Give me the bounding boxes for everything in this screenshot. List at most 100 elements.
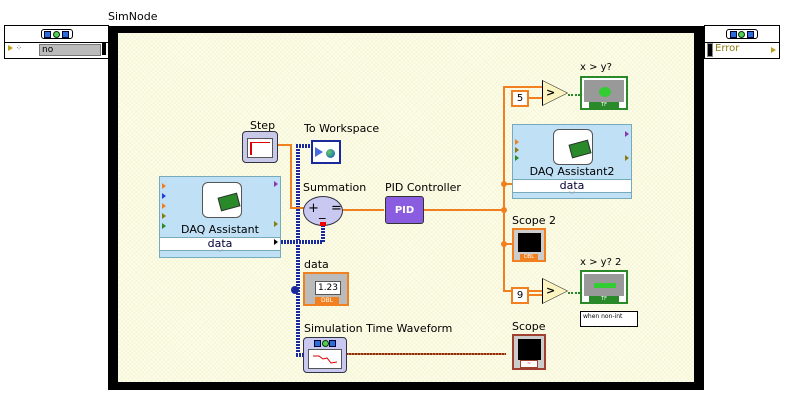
wire-daq-data — [281, 240, 323, 244]
simnode-title: SimNode — [108, 10, 158, 23]
input-terminal[interactable] — [515, 147, 519, 153]
daq-card-icon — [553, 129, 593, 165]
daq-assistant-title: DAQ Assistant — [181, 223, 259, 236]
daq-card-icon — [202, 182, 242, 218]
input-terminal[interactable] — [162, 213, 166, 219]
output-terminal[interactable] — [625, 155, 629, 161]
data-numeric-indicator[interactable]: 1.23 DBL — [303, 272, 349, 306]
constant-9[interactable]: 9 — [511, 287, 529, 304]
minus-sign: _ — [319, 205, 326, 220]
led-bg — [584, 274, 624, 296]
minus-terminal[interactable] — [320, 222, 326, 226]
plus-sign: + — [308, 201, 319, 216]
wire-step-to-sum — [290, 207, 304, 209]
scope-screen-icon — [518, 233, 541, 252]
wire-sum-to-pid — [342, 209, 384, 211]
input-terminal[interactable] — [162, 223, 166, 229]
input-terminal[interactable] — [162, 183, 166, 189]
step-block[interactable] — [242, 131, 278, 163]
error-cluster-icon: ⁘ — [16, 44, 22, 52]
wire-bool — [568, 94, 580, 96]
greater-than-fill — [543, 279, 567, 303]
left-tunnel[interactable]: ⁘ no — [4, 25, 109, 59]
bool-type: TF — [589, 102, 619, 108]
pid-controller-block[interactable]: PID — [385, 196, 424, 224]
greater-than-fill — [543, 81, 567, 105]
constant-5[interactable]: 5 — [511, 90, 529, 107]
boolean-led-indicator[interactable]: TF — [580, 76, 628, 110]
sim-loop-icon — [40, 29, 73, 39]
summation-block[interactable]: + _ = — [303, 196, 343, 226]
wire-to-scope2 — [503, 243, 517, 245]
daq-assistant2-block[interactable]: DAQ Assistant2 data ︾ — [512, 124, 632, 199]
scope-label: Scope — [512, 320, 546, 333]
scope-screen-icon — [518, 339, 541, 360]
sim-time-waveform-label: Simulation Time Waveform — [304, 322, 453, 335]
to-workspace-label: To Workspace — [304, 122, 380, 135]
step-label: Step — [250, 119, 276, 132]
summation-label: Summation — [303, 181, 367, 194]
tunnel-handle — [707, 43, 713, 57]
sim-time-waveform-block[interactable] — [303, 337, 347, 373]
wire-to-workspace — [296, 144, 312, 148]
indicator-value: 1.23 — [315, 281, 341, 295]
output-terminal[interactable] — [274, 221, 278, 227]
step-graph-icon — [247, 138, 273, 158]
wire-to-daq2 — [503, 183, 517, 185]
output-terminal[interactable] — [274, 181, 278, 187]
wire-step-out — [276, 144, 292, 146]
wire-simtime-to-scope — [346, 353, 506, 355]
arrow-icon — [315, 147, 323, 157]
wire-dynamic-vertical — [296, 145, 300, 355]
greater-than-symbol: > — [546, 284, 556, 297]
wire-pid-out — [424, 209, 504, 211]
pid-label: PID Controller — [385, 181, 461, 194]
waveform-type-icon: ~ — [520, 360, 538, 368]
tunnel-header — [705, 26, 779, 43]
wire-bool — [568, 292, 580, 294]
terminal-arrow-icon — [771, 47, 776, 53]
daq-assistant-block[interactable]: DAQ Assistant data ︾ — [159, 176, 281, 258]
scope-block[interactable]: ~ — [512, 334, 546, 370]
input-terminal[interactable] — [515, 139, 519, 145]
wire-junction — [501, 181, 507, 187]
daq2-data-input[interactable]: data — [513, 179, 631, 193]
wire-to-compare1 — [503, 86, 543, 88]
tunnel-handle — [102, 43, 106, 55]
wire-pid-bus — [503, 86, 505, 292]
sim-loop-icon — [314, 340, 336, 347]
input-terminal[interactable] — [162, 203, 166, 209]
input-terminal[interactable] — [162, 193, 166, 199]
scope2-block[interactable]: DBL — [512, 228, 546, 262]
wire-junction — [291, 286, 299, 294]
data-output-terminal[interactable] — [274, 239, 278, 245]
output-terminal[interactable] — [625, 131, 629, 137]
right-tunnel[interactable]: Error — [704, 25, 780, 59]
waveform-graph-icon — [308, 349, 342, 369]
status-field[interactable]: no — [39, 44, 101, 56]
daq-data-output[interactable]: data — [160, 237, 280, 251]
tunnel-header — [5, 26, 108, 43]
bar-led-icon — [594, 283, 616, 288]
input-terminal[interactable] — [515, 155, 519, 161]
to-workspace-block[interactable] — [311, 140, 341, 164]
expand-chevron-icon[interactable]: ︾ — [568, 191, 576, 199]
wire-to-summation — [321, 226, 325, 242]
led-bg — [584, 80, 624, 102]
daq-assistant2-title: DAQ Assistant2 — [529, 165, 615, 178]
error-output[interactable]: Error — [715, 43, 740, 54]
led-icon — [599, 87, 611, 97]
globe-icon — [326, 149, 335, 158]
boolean-bar-indicator[interactable]: TF — [580, 270, 628, 304]
greater-than-symbol: > — [546, 86, 556, 99]
wire-step-vert — [290, 144, 292, 208]
wire-junction — [501, 241, 507, 247]
indicator-type: DBL — [315, 297, 339, 304]
expand-chevron-icon[interactable]: ︾ — [216, 249, 224, 257]
output-sign: = — [331, 201, 342, 216]
wire-const5 — [527, 97, 543, 99]
terminal-arrow-icon — [8, 45, 13, 51]
sim-loop-icon — [726, 29, 758, 39]
wire-junction — [501, 207, 507, 213]
bool-type: TF — [589, 296, 619, 302]
